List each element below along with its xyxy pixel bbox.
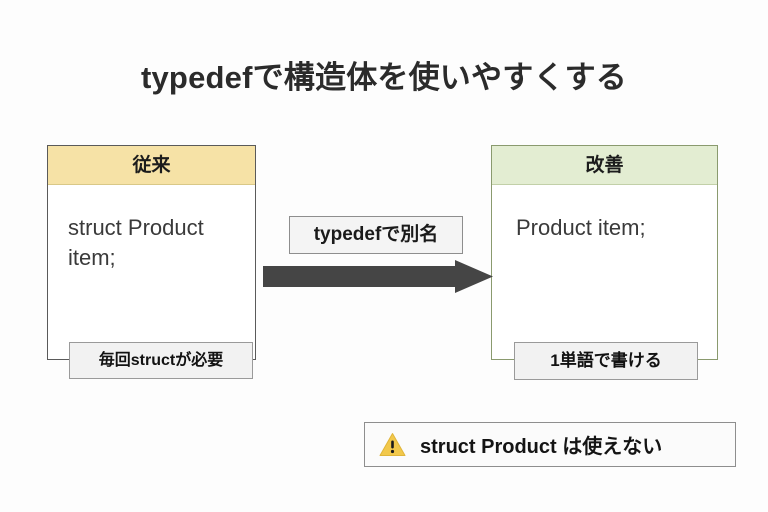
page-title: typedefで構造体を使いやすくする (140, 60, 628, 95)
after-code-text: Product item; (516, 215, 646, 240)
warning-note-text: struct Product は使えない (420, 436, 663, 458)
before-panel: 従来 struct Product item; 毎回structが必要 (47, 145, 256, 379)
warning-note: struct Product は使えない (364, 422, 736, 467)
arrow-caption: typedefで別名 (289, 216, 463, 254)
before-panel-body: struct Product item; 毎回structが必要 (48, 185, 255, 379)
warning-triangle-icon (379, 432, 406, 457)
after-tag-badge: 1単語で書ける (514, 342, 698, 380)
after-panel-body: Product item; 1単語で書ける (492, 185, 717, 380)
after-panel-header: 改善 (492, 146, 717, 185)
before-panel-header: 従来 (48, 146, 255, 185)
after-panel: 改善 Product item; 1単語で書ける (491, 145, 718, 380)
before-code-text: struct Product item; (68, 215, 204, 270)
transform-arrow-icon (263, 260, 493, 293)
before-tag-badge: 毎回structが必要 (69, 342, 253, 379)
